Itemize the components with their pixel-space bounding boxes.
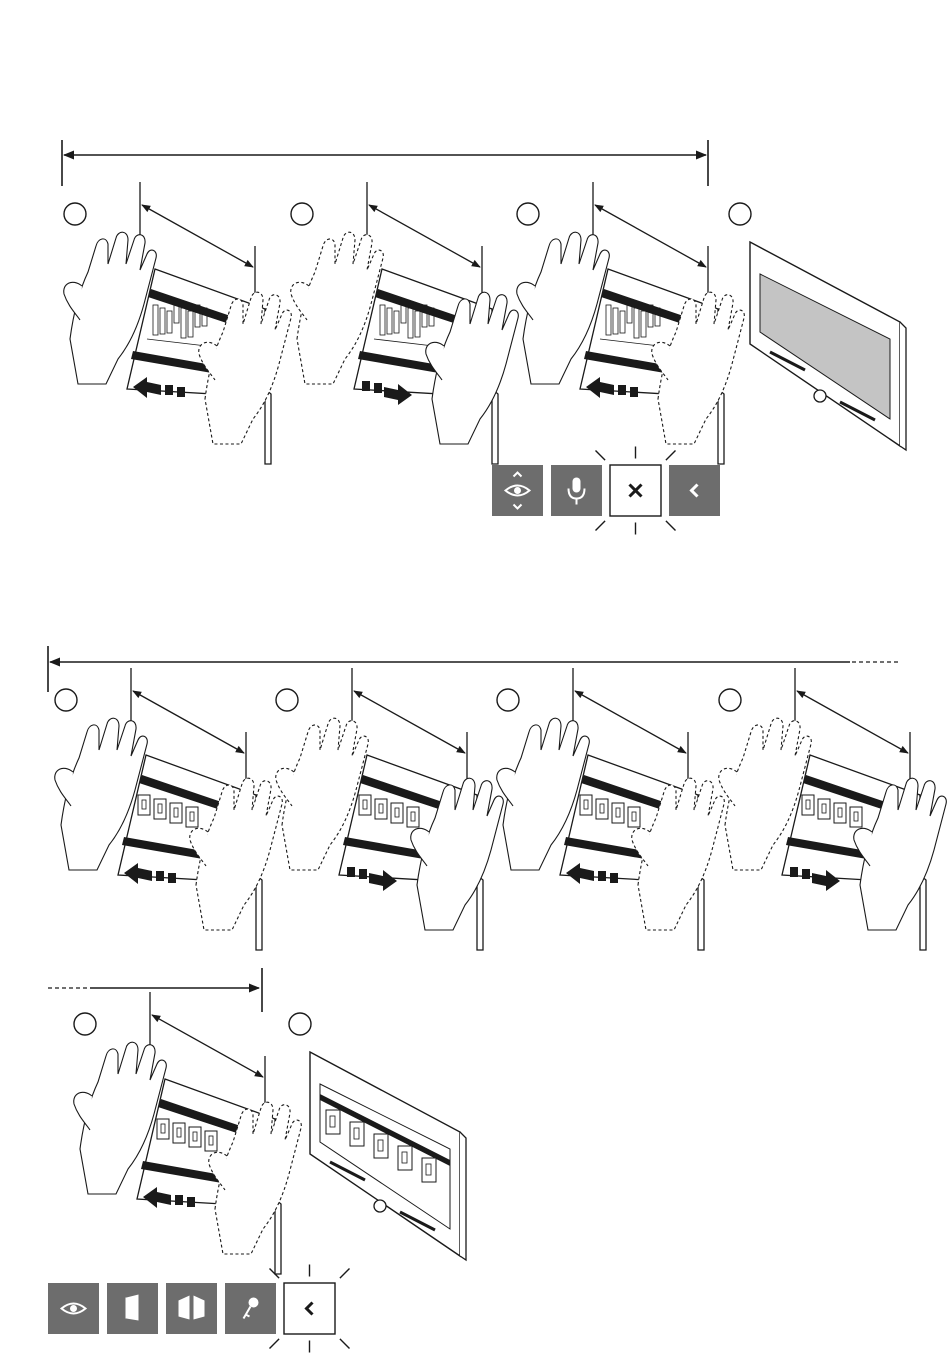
eye-updown-button[interactable] xyxy=(492,465,543,516)
sequence-b-steps xyxy=(55,668,947,1274)
sequence-a-steps xyxy=(64,182,906,464)
home-button-icon xyxy=(374,1200,386,1212)
door-icon xyxy=(127,1295,139,1321)
gesture-step-2 xyxy=(291,182,519,464)
microphone-button[interactable] xyxy=(551,465,602,516)
step-number-circle-4 xyxy=(719,689,741,711)
gesture-step-2 xyxy=(276,668,504,950)
chevron-left-button[interactable] xyxy=(669,465,720,516)
device-step-4 xyxy=(729,203,906,450)
step-number-circle-1 xyxy=(55,689,77,711)
key-button[interactable] xyxy=(225,1283,276,1334)
step-number-circle-3 xyxy=(497,689,519,711)
gesture-step-1 xyxy=(55,668,283,950)
home-button-icon xyxy=(814,390,826,402)
device-step-6 xyxy=(289,1013,466,1260)
step-number-circle-4 xyxy=(729,203,751,225)
sequence-a-control-bar xyxy=(492,447,720,535)
step-number-circle-2 xyxy=(291,203,313,225)
gesture-step-5 xyxy=(74,992,302,1274)
close-x-button[interactable] xyxy=(596,447,676,535)
door-button[interactable] xyxy=(107,1283,158,1334)
gesture-step-4 xyxy=(719,668,947,950)
gesture-step-3 xyxy=(497,668,725,950)
gesture-step-1 xyxy=(64,182,292,464)
eye-button[interactable] xyxy=(48,1283,99,1334)
gate-button[interactable] xyxy=(166,1283,217,1334)
gesture-step-3 xyxy=(517,182,745,464)
wall-monitor-front xyxy=(750,242,906,450)
sequence-b-control-bar xyxy=(48,1265,350,1353)
step-number-circle-3 xyxy=(517,203,539,225)
step-number-circle-1 xyxy=(64,203,86,225)
sequence-a-timeline xyxy=(62,140,708,186)
step-number-circle-2 xyxy=(276,689,298,711)
chevron-left-button[interactable] xyxy=(270,1265,350,1353)
wall-monitor-front xyxy=(310,1052,466,1260)
step-number-circle-6 xyxy=(289,1013,311,1035)
step-number-circle-5 xyxy=(74,1013,96,1035)
